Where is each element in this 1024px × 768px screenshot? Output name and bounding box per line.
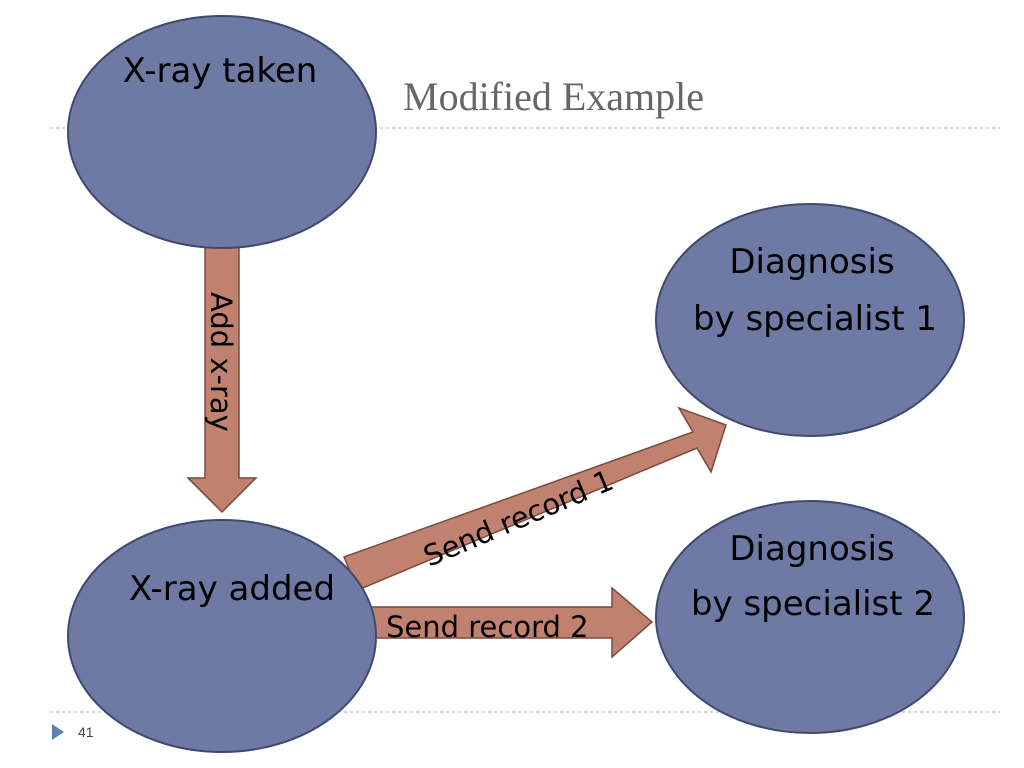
edge-label-add-xray: Add x-ray	[204, 292, 238, 432]
add-xray-arrow	[186, 246, 258, 514]
node-xray-taken-label: X-ray taken	[123, 51, 318, 91]
send-record-2-arrow	[369, 586, 654, 659]
node-diagnosis-specialist-2-line2: by specialist 2	[691, 584, 935, 624]
node-xray-added	[67, 519, 377, 753]
page-number: 41	[78, 724, 94, 740]
edge-label-send-record-1: Send record 1	[418, 463, 618, 573]
node-diagnosis-specialist-1-line1: Diagnosis	[729, 242, 894, 282]
node-diagnosis-specialist-2-line1: Diagnosis	[729, 529, 894, 569]
slide-title: Modified Example	[403, 74, 704, 119]
bullet-triangle-icon	[52, 724, 64, 740]
node-xray-taken	[67, 15, 377, 249]
node-diagnosis-specialist-2	[655, 500, 965, 734]
node-xray-added-label: X-ray added	[129, 569, 335, 609]
edge-label-send-record-2: Send record 2	[386, 610, 589, 644]
node-diagnosis-specialist-1-line2: by specialist 1	[693, 299, 937, 339]
send-record-1-arrow	[342, 406, 727, 591]
node-diagnosis-specialist-1	[655, 203, 965, 437]
